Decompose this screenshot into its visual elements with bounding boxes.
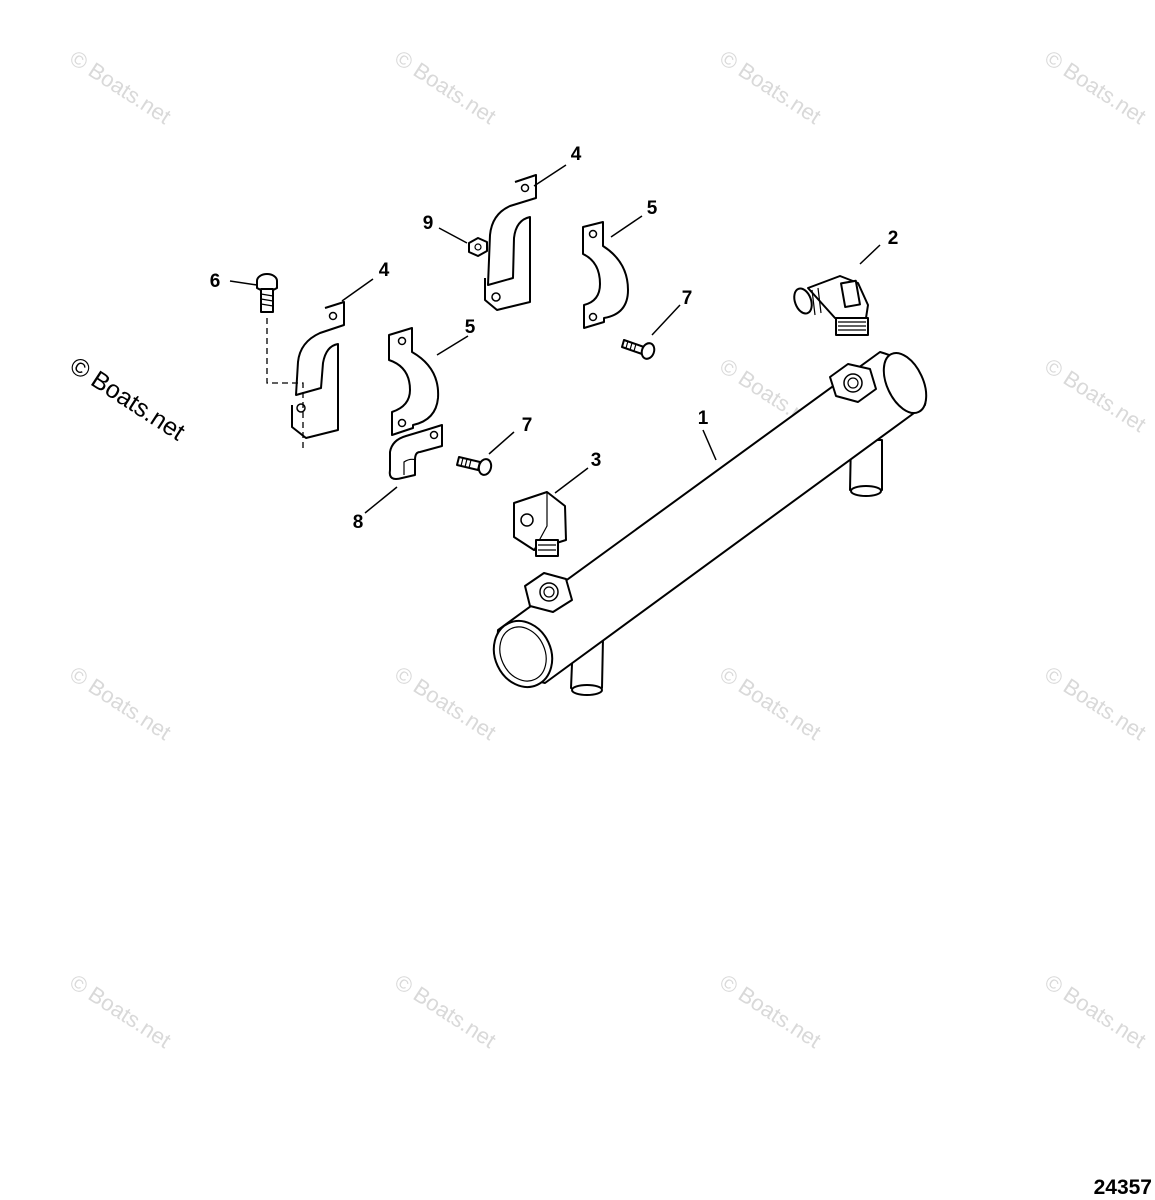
callout-6: 6 (210, 271, 221, 292)
watermark: © Boats.net (1040, 353, 1150, 437)
screw-lower (456, 456, 493, 476)
callout-1: 1 (698, 408, 709, 429)
watermark: © Boats.net (715, 45, 825, 129)
watermark: © Boats.net (1040, 661, 1150, 745)
figure-number: 24357 (1094, 1176, 1152, 1199)
watermark: © Boats.net (1040, 969, 1150, 1053)
watermark: © Boats.net (390, 45, 500, 129)
callout-8: 8 (353, 512, 364, 533)
watermark: © Boats.net (1040, 45, 1150, 129)
watermark: © Boats.net (715, 969, 825, 1053)
clamp-upper (582, 221, 629, 329)
elbow-fitting (793, 275, 869, 336)
watermark: © Boats.net (65, 45, 175, 129)
watermark: © Boats.net (390, 661, 500, 745)
callout-2: 2 (888, 228, 899, 249)
fitting-block (513, 491, 567, 557)
callout-9: 9 (423, 213, 434, 234)
callout-3: 3 (591, 450, 602, 471)
watermark: © Boats.net (715, 661, 825, 745)
callout-7: 7 (522, 415, 533, 436)
bracket-lower (291, 301, 345, 439)
callout-4: 4 (571, 144, 582, 165)
callout-7: 7 (682, 288, 693, 309)
callout-5: 5 (647, 198, 658, 219)
nut (468, 237, 488, 257)
watermark: © Boats.net (65, 661, 175, 745)
watermark-main: © Boats.net (65, 352, 190, 447)
clamp-lower (388, 327, 440, 436)
watermark: © Boats.net (65, 969, 175, 1053)
screw-upper (621, 339, 656, 360)
bolt (256, 273, 278, 313)
callout-4: 4 (379, 260, 390, 281)
watermark: © Boats.net (390, 969, 500, 1053)
small-clamp (388, 424, 443, 480)
alignment-line (266, 318, 304, 452)
callout-5: 5 (465, 317, 476, 338)
bracket-upper (484, 174, 537, 311)
boss-left (524, 572, 573, 613)
manifold-tube (492, 351, 928, 696)
boss-right (829, 363, 877, 403)
leader-lines (229, 164, 881, 514)
